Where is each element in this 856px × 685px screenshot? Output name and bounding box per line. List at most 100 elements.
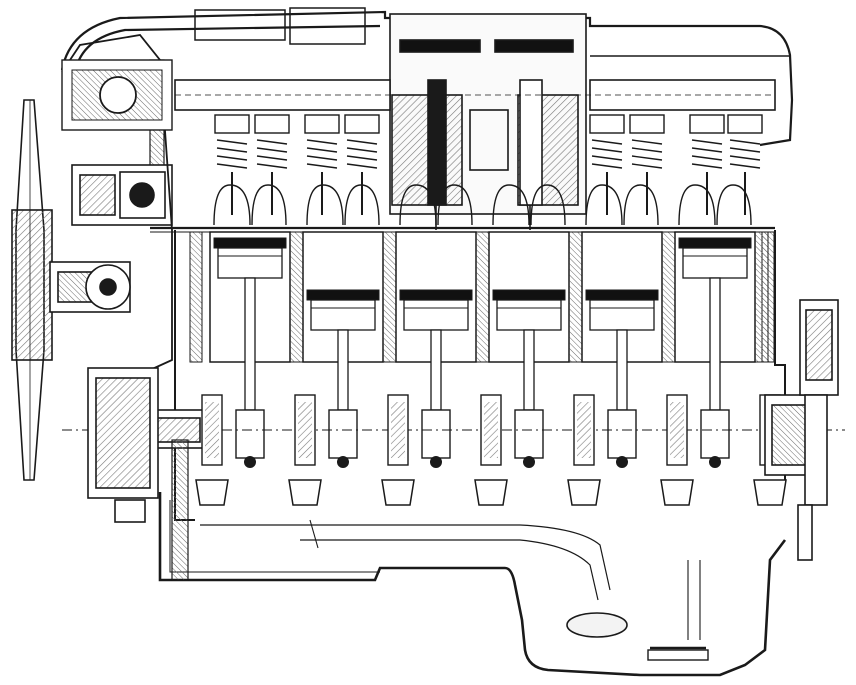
port-arch xyxy=(530,184,566,226)
valve-bucket xyxy=(727,114,763,134)
cooling-fan xyxy=(11,99,53,481)
bearing-cap xyxy=(381,479,415,506)
valve-bucket xyxy=(214,114,250,134)
rod-big-end xyxy=(607,409,637,459)
cylinder xyxy=(209,231,304,468)
bearing-cap xyxy=(195,479,229,506)
piston-skirt xyxy=(403,299,469,331)
piston-skirt xyxy=(310,299,376,331)
port-arch xyxy=(623,184,659,226)
valve-spring-coil xyxy=(306,139,338,145)
rod-bolt xyxy=(430,456,442,468)
port-arch xyxy=(585,184,623,226)
rod-bolt xyxy=(244,456,256,468)
valve-spring-coil xyxy=(729,147,761,153)
piston-skirt xyxy=(682,247,748,279)
valve-spring-coil xyxy=(591,147,623,153)
valve-spring-coil xyxy=(306,163,338,169)
connecting-rod xyxy=(430,329,442,411)
piston-skirt xyxy=(496,299,562,331)
piston-crown xyxy=(678,237,752,249)
port-arch xyxy=(213,184,251,226)
rod-bolt xyxy=(523,456,535,468)
rod-big-end xyxy=(328,409,358,459)
port-arch xyxy=(306,184,344,226)
bearing-cap xyxy=(567,479,601,506)
valve-spring-coil xyxy=(729,163,761,169)
rod-bolt xyxy=(616,456,628,468)
valve-spring-coil xyxy=(691,147,723,153)
piston-skirt xyxy=(589,299,655,331)
bearing-cap xyxy=(660,479,694,506)
cylinder-wall xyxy=(568,231,583,363)
cylinder-wall xyxy=(382,231,397,363)
cylinder-wall xyxy=(289,231,304,363)
valve-bucket xyxy=(304,114,340,134)
valve-spring-coil xyxy=(591,163,623,169)
valve-spring-coil xyxy=(306,147,338,153)
connecting-rod xyxy=(337,329,349,411)
fan-hub xyxy=(49,261,131,313)
port-arch xyxy=(399,184,437,226)
valve-spring-coil xyxy=(216,139,248,145)
valve-spring-coil xyxy=(346,147,378,153)
timing-chain xyxy=(149,59,189,581)
valve-spring-coil xyxy=(256,155,288,161)
valve-spring-coil xyxy=(256,163,288,169)
connecting-rod xyxy=(709,277,721,411)
port-arch xyxy=(251,184,287,226)
valve-spring-coil xyxy=(216,163,248,169)
cylinder xyxy=(674,231,769,468)
valve-spring-coil xyxy=(216,147,248,153)
valve-spring-coil xyxy=(729,139,761,145)
cylinder xyxy=(488,231,583,468)
oil-pickup-tube xyxy=(309,519,701,640)
cylinders xyxy=(209,231,769,468)
valve-springs xyxy=(214,114,763,215)
port-arch xyxy=(437,184,473,226)
port-arch xyxy=(492,184,530,226)
piston-crown xyxy=(585,289,659,301)
valve-bucket xyxy=(629,114,665,134)
valve-spring-coil xyxy=(729,155,761,161)
valve-spring-coil xyxy=(631,139,663,145)
valve-spring-coil xyxy=(346,155,378,161)
port-arch xyxy=(678,184,716,226)
rod-big-end xyxy=(421,409,451,459)
valve-spring-coil xyxy=(691,155,723,161)
piston-skirt xyxy=(217,247,283,279)
piston-crown xyxy=(306,289,380,301)
water-pump xyxy=(71,164,173,226)
cylinder-wall xyxy=(661,231,676,363)
bearing-cap xyxy=(288,479,322,506)
valve-spring-coil xyxy=(216,155,248,161)
connecting-rod xyxy=(244,277,256,411)
valve-spring-coil xyxy=(591,155,623,161)
valve-spring-coil xyxy=(631,147,663,153)
valve-spring-coil xyxy=(346,139,378,145)
bearing-cap xyxy=(753,479,787,506)
valve-bucket xyxy=(689,114,725,134)
valve-spring-coil xyxy=(631,155,663,161)
cylinder-wall xyxy=(475,231,490,363)
valve-bucket xyxy=(344,114,380,134)
rod-bolt xyxy=(337,456,349,468)
cylinder-head-ports xyxy=(213,184,752,226)
valve-spring-coil xyxy=(256,147,288,153)
valve-spring-coil xyxy=(346,163,378,169)
valve-spring-coil xyxy=(306,155,338,161)
rear-flange xyxy=(764,299,839,561)
valve-spring-coil xyxy=(691,139,723,145)
rod-big-end xyxy=(514,409,544,459)
oil-pan xyxy=(158,492,787,677)
valve-bucket xyxy=(589,114,625,134)
cylinder xyxy=(395,231,490,468)
bearing-cap xyxy=(474,479,508,506)
rod-bolt xyxy=(709,456,721,468)
valve-spring-coil xyxy=(691,163,723,169)
port-arch xyxy=(716,184,752,226)
rod-big-end xyxy=(235,409,265,459)
port-arch xyxy=(344,184,380,226)
main-bearing-caps xyxy=(195,479,787,506)
